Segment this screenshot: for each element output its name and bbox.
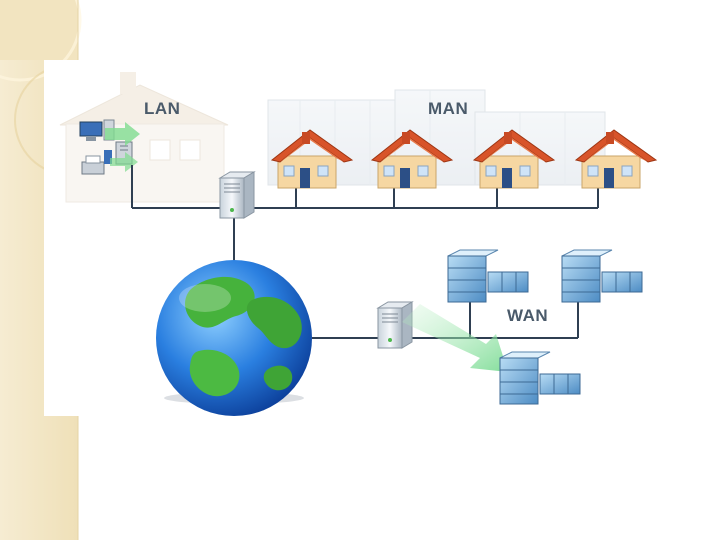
datacenter-icon [561,249,643,303]
datacenter-icon [499,351,581,405]
house-icon [472,129,556,189]
globe-icon [156,260,312,416]
wan-arrow [402,304,508,372]
server-tower-icon [218,171,256,219]
lan-label: LAN [144,99,181,118]
house-icon [270,129,354,189]
wan-label: WAN [507,306,549,325]
datacenter-icon [447,249,529,303]
man-label: MAN [428,99,469,118]
house-icon [370,129,454,189]
house-icon [574,129,658,189]
printer-icon [81,150,112,175]
server-tower-icon [376,301,414,349]
lan-arrow [105,122,140,146]
